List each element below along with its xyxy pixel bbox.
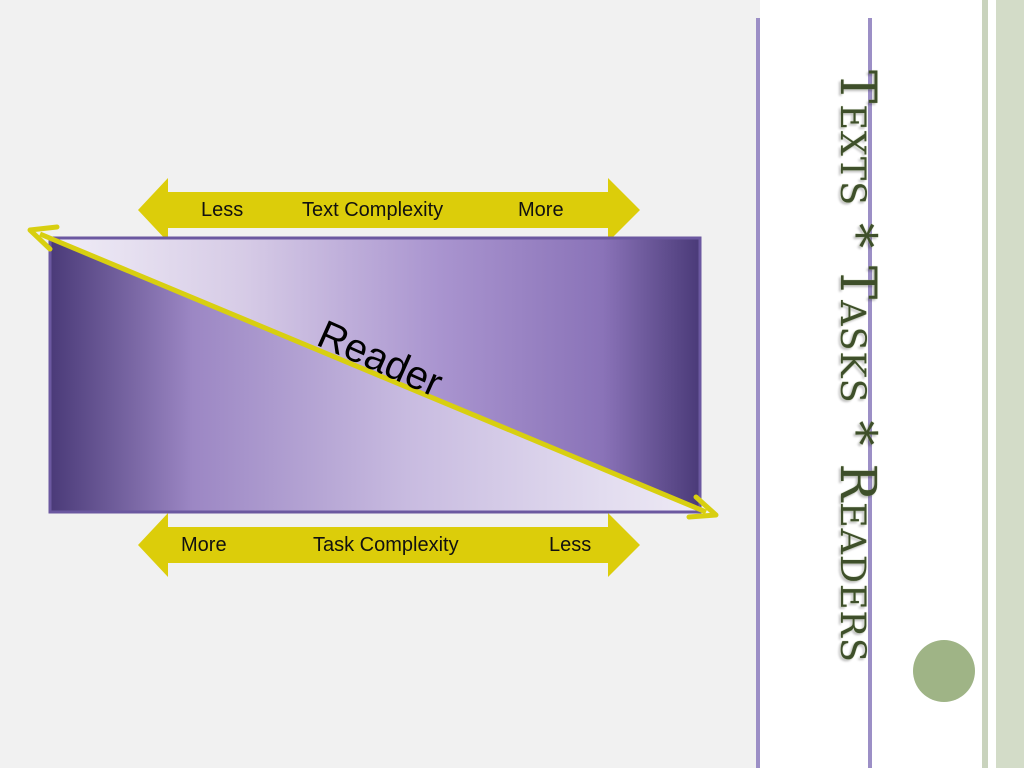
diagram (27, 178, 719, 577)
text-complexity-more-label: More (518, 199, 564, 221)
edge-stripe (982, 0, 988, 768)
edge-stripe (990, 0, 996, 768)
text-complexity-arrow (138, 178, 640, 242)
reader-line (39, 231, 707, 515)
title-rule-right (868, 18, 872, 768)
title-rule-left (756, 18, 760, 768)
complexity-box (48, 236, 702, 514)
reader-arrowhead-left (27, 224, 60, 252)
task-complexity-less-label: Less (549, 534, 592, 556)
task-complexity-more-label: More (181, 534, 227, 556)
accent-circle (913, 640, 975, 702)
text-complexity-label: Text Complexity (302, 199, 444, 221)
task-complexity-arrow (138, 513, 640, 577)
task-complexity-label: Task Complexity (313, 534, 459, 556)
text-complexity-less-label: Less (201, 199, 244, 221)
edge-stripe (996, 0, 1024, 768)
reader-arrowhead-right (686, 494, 719, 520)
slide-title: Texts * Tasks * Readers (829, 70, 887, 663)
